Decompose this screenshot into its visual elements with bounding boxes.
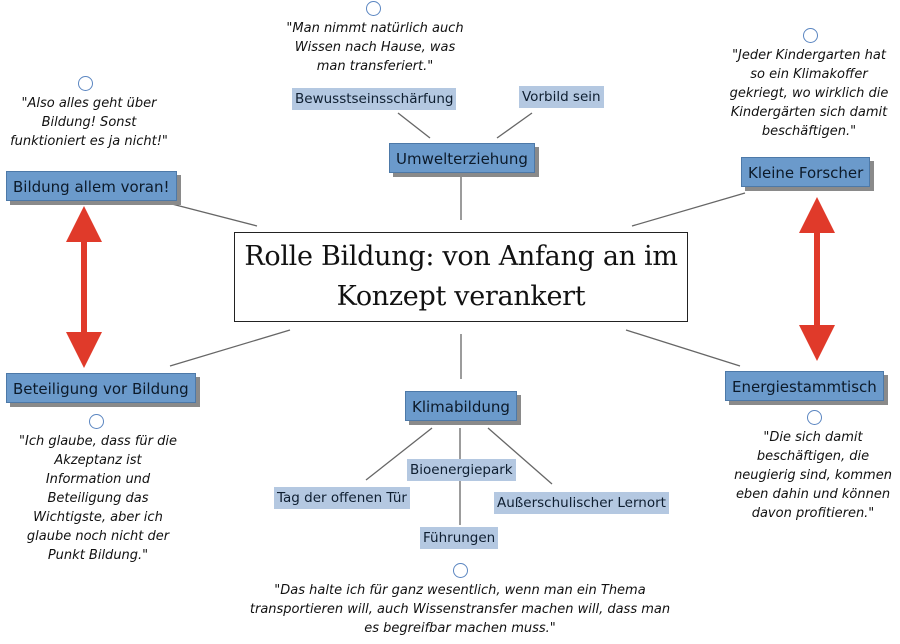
quote-bottom: "Das halte ich für ganz wesentlich, wenn… bbox=[249, 583, 671, 636]
node-beteiligung-vor-bildung: Beteiligung vor Bildung bbox=[6, 373, 196, 403]
edge-klima-tag bbox=[365, 427, 433, 481]
quote-top: "Man nimmt natürlich auch Wissen nach Ha… bbox=[286, 21, 464, 74]
quote-marker-icon bbox=[453, 563, 468, 578]
node-klimabildung: Klimabildung bbox=[405, 391, 517, 421]
leaf-tag-der-offenen-tuer: Tag der offenen Tür bbox=[274, 487, 410, 509]
edge-center-energie bbox=[625, 329, 741, 367]
edge-center-bildung bbox=[167, 202, 258, 227]
leaf-vorbild-sein: Vorbild sein bbox=[519, 86, 604, 108]
quote-marker-icon bbox=[89, 414, 104, 429]
quote-right-bottom: "Die sich damit beschäftigen, die neugie… bbox=[734, 430, 892, 521]
leaf-bewusstseinsschaerfung: Bewusstseinsschärfung bbox=[292, 88, 457, 110]
edge-klima-lernort bbox=[487, 427, 553, 485]
edge-umwelterziehung-bewusstsein bbox=[397, 112, 431, 139]
leaf-bioenergiepark: Bioenergiepark bbox=[407, 459, 516, 481]
central-topic-line1: Rolle Bildung: von Anfang an im bbox=[244, 241, 678, 272]
edge-center-forscher bbox=[631, 192, 746, 227]
quote-marker-icon bbox=[803, 28, 818, 43]
node-energiestammtisch: Energiestammtisch bbox=[725, 371, 884, 401]
edge-center-beteiligung bbox=[169, 329, 291, 367]
node-umwelterziehung: Umwelterziehung bbox=[389, 143, 535, 173]
quote-marker-icon bbox=[366, 1, 381, 16]
leaf-ausserschulischer-lernort: Außerschulischer Lernort bbox=[494, 492, 669, 514]
quote-marker-icon bbox=[807, 410, 822, 425]
leaf-fuehrungen: Führungen bbox=[420, 527, 499, 549]
quote-marker-icon bbox=[78, 76, 93, 91]
quote-right-top: "Jeder Kindergarten hat so ein Klimakoff… bbox=[729, 48, 889, 139]
quote-left-bottom: "Ich glaube, dass für die Akzeptanz ist … bbox=[19, 434, 177, 563]
central-topic-line2: Konzept verankert bbox=[336, 281, 586, 312]
central-topic-box: Rolle Bildung: von Anfang an im Konzept … bbox=[234, 232, 688, 322]
node-bildung-allem-voran: Bildung allem voran! bbox=[6, 171, 177, 201]
quote-left-top: "Also alles geht über Bildung! Sonst fun… bbox=[10, 96, 168, 149]
node-kleine-forscher: Kleine Forscher bbox=[741, 157, 871, 187]
edge-umwelterziehung-vorbild bbox=[496, 112, 533, 139]
